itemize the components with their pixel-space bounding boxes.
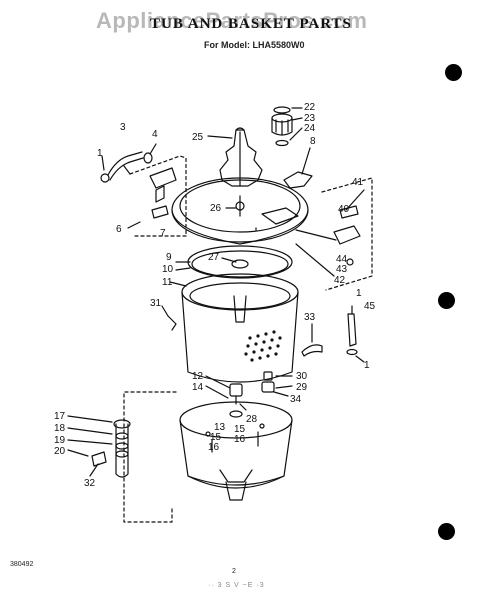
- callout-label: 3: [120, 122, 126, 133]
- callout-label: 20: [54, 446, 66, 457]
- document-code: 380492: [10, 561, 34, 568]
- punch-hole-middle: [438, 292, 455, 309]
- callout-label: 1: [97, 148, 103, 159]
- callout-label: 40: [338, 204, 350, 215]
- scan-smudge-text: ·· 3 S V ~E ·3: [208, 582, 265, 589]
- filter-part: [283, 171, 313, 189]
- callout-label: 9: [166, 252, 172, 263]
- callout-label: 34: [290, 394, 302, 405]
- callout-label: 30: [296, 371, 308, 382]
- callout-label: 19: [54, 435, 66, 446]
- callout-label: 44: [336, 254, 348, 265]
- agitator-part: [219, 127, 263, 187]
- callout-label: 6: [116, 224, 122, 235]
- callout-label: 26: [210, 203, 222, 214]
- callout-label: 42: [334, 275, 346, 286]
- callout-label: 10: [162, 264, 174, 275]
- punch-hole-bottom: [438, 523, 455, 540]
- callout-labels: 1 3 4 6 7 25 22 23 24 8 26 41 40 44 43 4…: [54, 102, 376, 489]
- outer-tub-part: [179, 401, 293, 501]
- bolt-part-45: [346, 313, 358, 356]
- callout-label: 15: [234, 424, 246, 435]
- bushing-parts: [261, 371, 275, 393]
- callout-label: 25: [192, 132, 204, 143]
- callout-label: 12: [192, 371, 204, 382]
- callout-label: 41: [352, 177, 364, 188]
- punch-hole-top: [445, 64, 462, 81]
- callout-label: 27: [208, 252, 220, 263]
- callout-label: 31: [150, 298, 162, 309]
- callout-label: 45: [364, 301, 376, 312]
- callout-label: 23: [304, 113, 316, 124]
- callout-label: 32: [84, 478, 96, 489]
- pump-assembly-part: [321, 177, 373, 291]
- callout-label: 24: [304, 123, 316, 134]
- callout-label: 43: [336, 264, 348, 275]
- callout-label: 18: [54, 423, 66, 434]
- clip-part: [167, 315, 177, 331]
- hub-parts: [229, 383, 243, 405]
- gasket-ring-part: [187, 245, 293, 279]
- callout-label: 33: [304, 312, 316, 323]
- diagram-title: TUB AND BASKET PARTS: [150, 16, 352, 32]
- callout-label: 14: [192, 382, 204, 393]
- bracket-part-33: [301, 344, 323, 357]
- page-number: 2: [232, 568, 236, 575]
- callout-label: 28: [246, 414, 258, 425]
- basket-part: [181, 273, 299, 383]
- watermark: AppliancePartsPros.com: [96, 8, 368, 33]
- callout-label: 15: [210, 432, 222, 443]
- model-subtitle: For Model: LHA5580W0: [204, 40, 305, 50]
- callout-label: 22: [304, 102, 316, 113]
- callout-label: 8: [310, 136, 316, 147]
- tub-ring-part: [171, 177, 309, 245]
- switch-assembly-part: [127, 155, 187, 237]
- callout-label: 1: [364, 360, 370, 371]
- callout-label: 29: [296, 382, 308, 393]
- agitator-cap-parts: [271, 106, 293, 147]
- callout-label: 16: [208, 442, 220, 453]
- hose-and-clamp-parts: [100, 151, 153, 183]
- callout-label: 4: [152, 129, 158, 140]
- callout-label: 16: [234, 434, 246, 445]
- callout-label: 1: [356, 288, 362, 299]
- callout-label: 17: [54, 411, 66, 422]
- callout-label: 13: [214, 422, 226, 433]
- callout-label: 11: [162, 277, 173, 288]
- pump-tube-part: [91, 419, 131, 478]
- callout-label: 7: [160, 228, 166, 239]
